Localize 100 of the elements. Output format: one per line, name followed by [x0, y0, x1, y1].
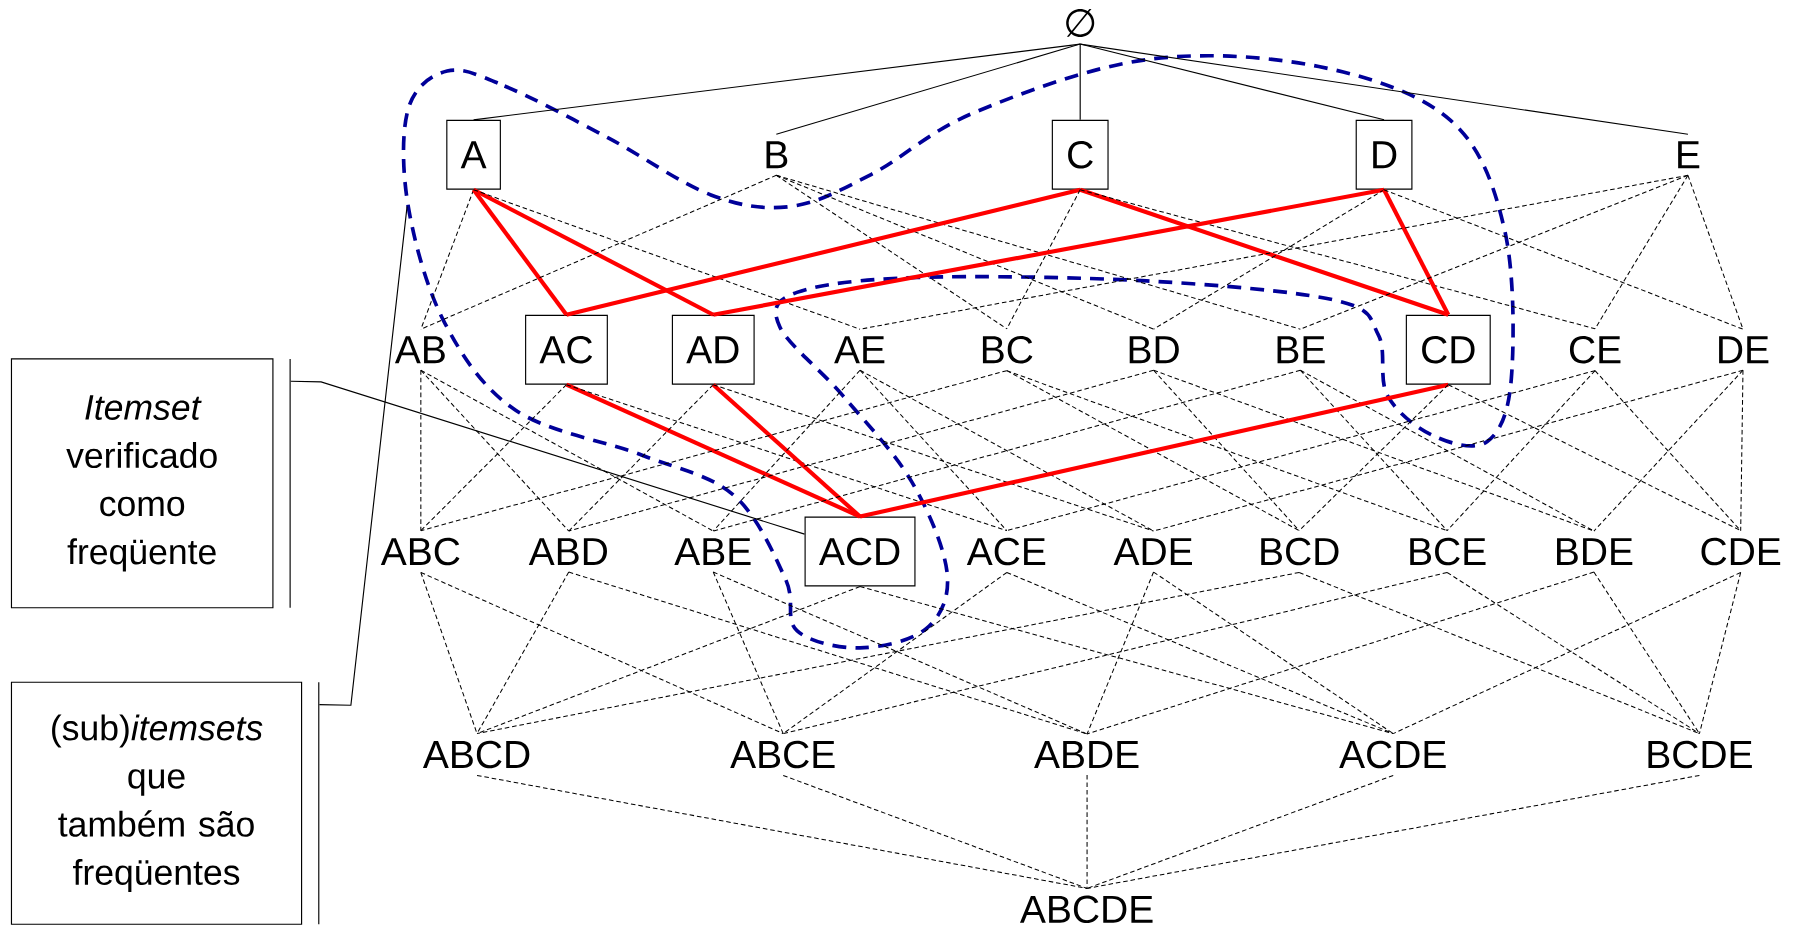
- itemset-label: B: [766, 141, 788, 169]
- itemset-label: CE: [1569, 336, 1621, 364]
- edge-line: [568, 571, 1088, 735]
- edge-line: [476, 775, 1088, 890]
- itemset-box: CD: [1405, 315, 1491, 385]
- edge-line: [712, 187, 1385, 317]
- edge-line: [1446, 572, 1700, 735]
- edge-line: [1740, 369, 1744, 532]
- edge-line: [1153, 369, 1744, 532]
- edge-line: [859, 369, 1155, 532]
- edge-line: [712, 571, 1088, 735]
- edge-line: [1006, 370, 1596, 532]
- itemset-label: BCD: [1261, 537, 1339, 566]
- edge-line: [1006, 189, 1081, 330]
- edge-line: [565, 383, 861, 519]
- edge-line: [1153, 571, 1394, 735]
- itemset-label: CDE: [1701, 537, 1781, 566]
- itemset-label: ACE: [966, 537, 1046, 566]
- itemset-label: E: [1678, 141, 1700, 169]
- edge-line: [1594, 175, 1689, 330]
- edge-line: [1698, 572, 1742, 735]
- itemset-label: BD: [1129, 336, 1179, 364]
- edge-line: [1446, 370, 1596, 532]
- legend-box: (sub)itemsets que também são freqüentes: [10, 681, 320, 926]
- itemset-label: AB: [394, 336, 445, 364]
- edge-line: [1079, 43, 1081, 121]
- edge-line: [775, 175, 1008, 330]
- itemset-label: ACDE: [1339, 740, 1446, 769]
- edge-line: [1079, 188, 1449, 317]
- itemset-label: ABCD: [422, 740, 530, 769]
- edge-line: [859, 369, 1008, 532]
- edge-line: [1299, 175, 1689, 330]
- edge-line: [1153, 189, 1385, 330]
- edge-line: [420, 370, 1008, 532]
- edge-line: [565, 384, 1008, 532]
- edge-line: [476, 572, 1300, 735]
- edge-line: [1086, 571, 1155, 735]
- edge-line: [859, 586, 1394, 735]
- edge-line: [1079, 189, 1596, 330]
- edge-line: [1086, 775, 1700, 890]
- edge-line: [1153, 369, 1300, 532]
- edge-line: [420, 189, 475, 330]
- itemset-label: ABE: [674, 538, 751, 566]
- edge-line: [1006, 370, 1448, 532]
- edge-line: [566, 188, 1081, 317]
- itemset-label: DE: [1719, 336, 1769, 364]
- edge-line: [420, 369, 422, 532]
- itemset-box: C: [1051, 120, 1109, 190]
- edge-line: [1298, 572, 1700, 735]
- legend-box: Itemset verificado como freqüente: [10, 358, 291, 609]
- itemset-label: ∅: [1066, 9, 1095, 38]
- edge-line: [1687, 175, 1744, 330]
- edge-line: [420, 572, 478, 735]
- edge-line: [1593, 571, 1700, 735]
- itemset-label: ABC: [380, 537, 460, 566]
- itemset-label: BC: [982, 336, 1033, 364]
- itemset-label: ABCDE: [1020, 895, 1153, 924]
- leader-line: [318, 206, 408, 707]
- itemset-box: A: [446, 120, 501, 190]
- edge-line: [471, 188, 569, 317]
- itemset-label: ABCE: [730, 740, 835, 769]
- itemset-box: AD: [671, 315, 755, 385]
- edge-line: [1447, 384, 1742, 532]
- itemset-box: D: [1355, 120, 1413, 190]
- edge-line: [1299, 369, 1595, 532]
- itemset-label: BCE: [1410, 537, 1486, 566]
- itemset-label: ABDE: [1034, 741, 1139, 769]
- edge-line: [420, 175, 777, 330]
- edge-line: [775, 43, 1081, 136]
- edge-line: [712, 369, 861, 532]
- edge-line: [1153, 369, 1595, 532]
- edge-line: [1086, 571, 1595, 735]
- edge-line: [473, 43, 1081, 121]
- edge-line: [1006, 370, 1300, 532]
- edge-line: [568, 369, 1155, 532]
- edge-line: [775, 175, 1301, 330]
- edge-line: [1086, 774, 1088, 890]
- edge-line: [1382, 189, 1451, 316]
- edge-line: [476, 586, 861, 735]
- itemset-label: BDE: [1557, 538, 1633, 566]
- itemset-label: ADE: [1113, 538, 1192, 566]
- itemset-label: BE: [1277, 336, 1325, 364]
- itemset-label: BCDE: [1648, 740, 1752, 769]
- edge-line: [712, 571, 784, 735]
- leader-line: [290, 380, 806, 535]
- itemset-label: AE: [834, 336, 885, 364]
- edge-line: [782, 572, 1448, 735]
- edge-line: [1006, 572, 1394, 735]
- edge-line: [859, 382, 1449, 519]
- edge-line: [782, 572, 1008, 735]
- edge-line: [1392, 572, 1742, 735]
- edge-line: [472, 188, 715, 317]
- edge-line: [1383, 189, 1744, 330]
- edge-line: [476, 571, 570, 735]
- itemset-box: AC: [525, 315, 608, 385]
- edge-line: [1086, 775, 1394, 890]
- edge-line: [568, 384, 714, 532]
- edge-line: [473, 189, 861, 330]
- edge-line: [420, 369, 714, 532]
- itemset-label: ABD: [528, 538, 607, 566]
